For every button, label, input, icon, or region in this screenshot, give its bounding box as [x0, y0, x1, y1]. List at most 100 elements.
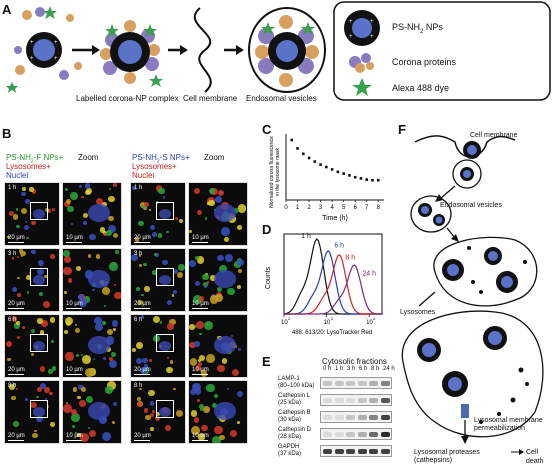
- scale-label: 10 µm: [66, 235, 83, 241]
- d-xtick-exp: 2: [288, 316, 291, 321]
- c-data-point: [301, 152, 305, 156]
- e-band: [346, 415, 356, 420]
- scale-bar: [66, 440, 82, 441]
- d-series-label: 6 h: [334, 243, 344, 250]
- micrograph-f-1-full: 1 h 20 µm: [4, 182, 60, 246]
- micrograph-f-2-zoom: 10 µm: [62, 248, 122, 312]
- e-band: [334, 398, 344, 403]
- caption-labelled-complex: Labelled corona-NP complex: [76, 94, 179, 103]
- e-row-label: Cathepsin L(25 kDa): [278, 393, 311, 406]
- e-column-label: 1 h: [335, 366, 344, 372]
- c-data-point: [296, 147, 299, 150]
- e-band: [357, 449, 367, 454]
- micrograph-f-2-full: 3 h 20 µm: [4, 248, 60, 312]
- c-xtick-label: 0: [284, 205, 288, 211]
- e-band: [369, 415, 379, 420]
- e-band: [357, 381, 367, 386]
- c-data-point: [330, 168, 334, 171]
- panel-a-diagram: ++++ ++++: [6, 1, 551, 101]
- panel-f-diagram: [401, 135, 544, 455]
- e-band: [357, 415, 367, 420]
- c-data-point: [307, 156, 311, 160]
- scale-label: 20 µm: [134, 235, 151, 241]
- legend-np: PS-NH2 NPs: [392, 22, 443, 35]
- panel-f-label: F: [398, 122, 406, 137]
- time-label: 1 h: [8, 185, 17, 191]
- f-endosomal: Endosomal vesicles: [440, 202, 502, 209]
- c-xtick-label: 2: [307, 205, 311, 211]
- scale-label: 20 µm: [8, 235, 25, 241]
- c-xlabel: Time (h): [322, 215, 348, 222]
- svg-text:+: +: [54, 40, 58, 46]
- time-label: 8 h: [8, 383, 17, 389]
- e-column-label: 3 h: [347, 366, 356, 372]
- e-header: Cytosolic fractions: [322, 357, 387, 366]
- micrograph-f-4-zoom: 10 µm: [62, 380, 122, 444]
- d-xtick-label: 10: [366, 320, 373, 326]
- e-band: [334, 381, 344, 386]
- time-label: 3 h: [8, 251, 17, 257]
- scale-label: 10 µm: [192, 235, 209, 241]
- time-label: 6 h: [8, 317, 17, 323]
- time-label: 6 h: [134, 317, 143, 323]
- zoom-region: [30, 268, 49, 287]
- svg-text:+: +: [370, 19, 374, 25]
- scale-label: 10 µm: [192, 367, 209, 373]
- scale-label: 10 µm: [192, 301, 209, 307]
- scale-bar: [134, 242, 150, 243]
- scale-label: 20 µm: [8, 301, 25, 307]
- scale-label: 20 µm: [134, 367, 151, 373]
- left-lysosomes: Lysosomes+: [6, 162, 51, 171]
- micrograph-s-3-zoom: 10 µm: [188, 314, 248, 378]
- panel-a-label: A: [2, 2, 12, 17]
- d-series-label: 24 h: [362, 271, 376, 278]
- c-data-point: [290, 138, 294, 142]
- e-band: [381, 398, 390, 403]
- right-title: PS-NH2-S NPs+: [132, 153, 190, 165]
- svg-text:+: +: [54, 56, 58, 62]
- scale-bar: [192, 440, 208, 441]
- e-band: [369, 398, 379, 403]
- svg-text:+: +: [30, 40, 34, 46]
- c-xtick-label: 4: [330, 205, 334, 211]
- e-band: [346, 398, 356, 403]
- right-lysosomes: Lysosomes+: [132, 162, 177, 171]
- caption-endosomal-vesicles: Endosomal vesicles: [246, 94, 317, 103]
- scale-bar: [8, 440, 24, 441]
- c-ylabel-2: in the lysosome mask: [275, 147, 281, 196]
- c-data-point: [313, 160, 317, 163]
- e-blot-strip: [320, 411, 392, 423]
- c-data-point: [371, 178, 374, 182]
- left-title: PS-NH2-F NPs+: [6, 153, 64, 165]
- scale-bar: [8, 308, 24, 309]
- c-data-point: [342, 172, 345, 175]
- e-band: [346, 381, 356, 386]
- e-row-label: GAPDH(37 kDa): [278, 444, 302, 457]
- scale-bar: [192, 242, 208, 243]
- left-zoom: Zoom: [78, 153, 99, 162]
- zoom-region: [30, 400, 49, 419]
- e-band: [357, 398, 367, 403]
- c-ylabel-1: Normalized corona fluorescence: [269, 136, 275, 208]
- d-xtick-label: 10: [281, 320, 288, 326]
- scale-label: 10 µm: [66, 367, 83, 373]
- c-data-point: [348, 174, 351, 177]
- micrograph-f-1-zoom: 10 µm: [62, 182, 122, 246]
- e-row-label: Cathepsin D(28 kDa): [278, 427, 312, 440]
- e-band: [381, 415, 390, 420]
- e-blot-strip: [320, 394, 392, 406]
- c-data-point: [336, 170, 340, 174]
- c-data-point: [325, 165, 328, 169]
- e-row-label: LAMP-1(80–100 kDa): [278, 376, 315, 389]
- legend-corona: Corona proteins: [392, 57, 457, 67]
- e-band: [323, 398, 332, 403]
- scale-bar: [66, 242, 82, 243]
- scale-bar: [8, 242, 24, 243]
- d-xlabel: 488: 613/20: LysoTracker Red: [292, 330, 372, 336]
- left-nuclei: Nuclei: [6, 171, 29, 180]
- c-data-point: [353, 175, 357, 179]
- time-label: 8 h: [134, 383, 143, 389]
- panel-b-label: B: [2, 126, 12, 141]
